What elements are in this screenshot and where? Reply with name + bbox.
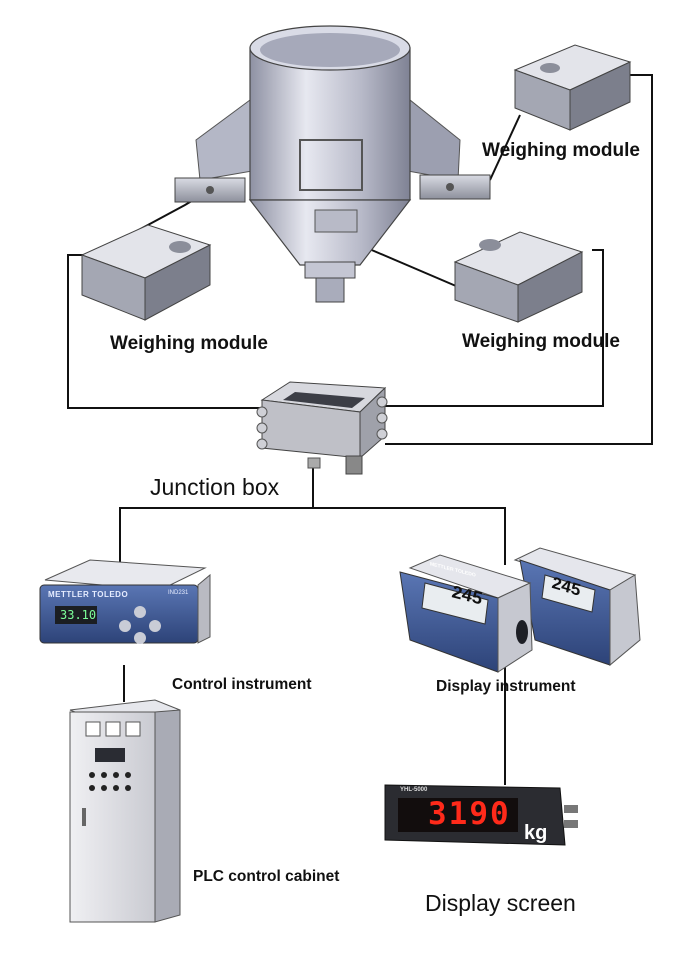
wire-right-module	[385, 249, 604, 407]
led-display-screen	[384, 784, 578, 846]
hopper-right-mount	[419, 174, 491, 200]
display-screen-unit: kg	[524, 822, 548, 844]
control-instrument-model: IND231	[168, 590, 189, 596]
display-instrument-back	[513, 547, 641, 667]
display-screen-reading: 3190	[428, 796, 511, 832]
wire-junction-right	[313, 507, 506, 565]
label-display-instrument: Display instrument	[436, 678, 576, 695]
label-display-screen: Display screen	[425, 890, 576, 916]
wire-top-right-link	[489, 114, 521, 181]
wire-right-mid	[359, 244, 471, 293]
label-junction-box: Junction box	[150, 474, 280, 500]
control-instrument-reading: 33.10	[60, 608, 97, 622]
wire-junction-down	[119, 460, 314, 565]
weighing-module-left	[80, 224, 212, 321]
label-weighing-module-left: Weighing module	[110, 333, 268, 354]
control-instrument-brand: METTLER TOLEDO	[48, 590, 129, 599]
wire-top-right-module	[385, 74, 653, 445]
hopper	[195, 25, 461, 303]
junction-box	[256, 381, 388, 475]
display-instrument-front	[399, 554, 533, 673]
display-screen-model: YHL-5000	[400, 787, 428, 793]
wiring	[67, 74, 653, 785]
label-control-instrument: Control instrument	[172, 676, 312, 693]
weighing-module-top-right	[513, 44, 632, 131]
weighing-module-right	[453, 231, 584, 323]
hopper-left-mount	[174, 177, 246, 203]
label-weighing-module-right: Weighing module	[462, 331, 620, 352]
label-plc-control-cabinet: PLC control cabinet	[193, 868, 340, 885]
plc-cabinet	[69, 699, 181, 923]
control-instrument	[39, 559, 211, 644]
label-weighing-module-top-right: Weighing module	[482, 140, 640, 161]
